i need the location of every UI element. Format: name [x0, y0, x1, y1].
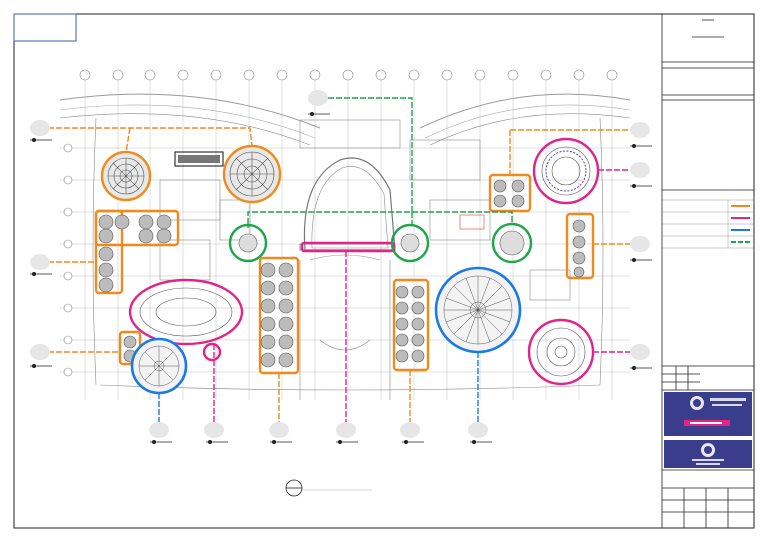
route-orange-right-upper — [509, 129, 640, 175]
route-orange-top — [40, 127, 253, 153]
arch-left — [59, 93, 321, 129]
central-corridor — [299, 260, 391, 400]
arch-right — [419, 93, 631, 129]
grid-bubbles-top — [79, 69, 618, 81]
zone-magenta-ring-lower — [527, 318, 595, 386]
section-markers — [30, 90, 652, 444]
central-dome-outline — [303, 157, 396, 251]
grid-bubbles-left — [63, 143, 73, 377]
viewport-corner-marker[interactable] — [13, 13, 77, 42]
zone-green-left — [228, 223, 268, 263]
title-block — [661, 13, 755, 529]
zone-orange-small-b — [565, 212, 595, 280]
sheet-border — [13, 13, 755, 529]
zone-magenta-bar — [300, 241, 396, 253]
zone-orange-column-b — [392, 278, 430, 372]
zone-magenta-ring-upper — [532, 137, 600, 205]
zone-magenta-oval — [128, 278, 244, 346]
north-arrow-icon — [285, 479, 372, 497]
zone-green-center — [390, 223, 430, 263]
legend — [662, 199, 754, 249]
route-green — [247, 97, 513, 228]
logo-panel-primary — [664, 392, 752, 414]
zone-orange-left-lower — [94, 209, 124, 295]
service-lines — [40, 97, 640, 428]
grid-lines-vertical — [84, 80, 613, 400]
logo-panels — [664, 392, 752, 468]
equipment — [94, 137, 600, 395]
